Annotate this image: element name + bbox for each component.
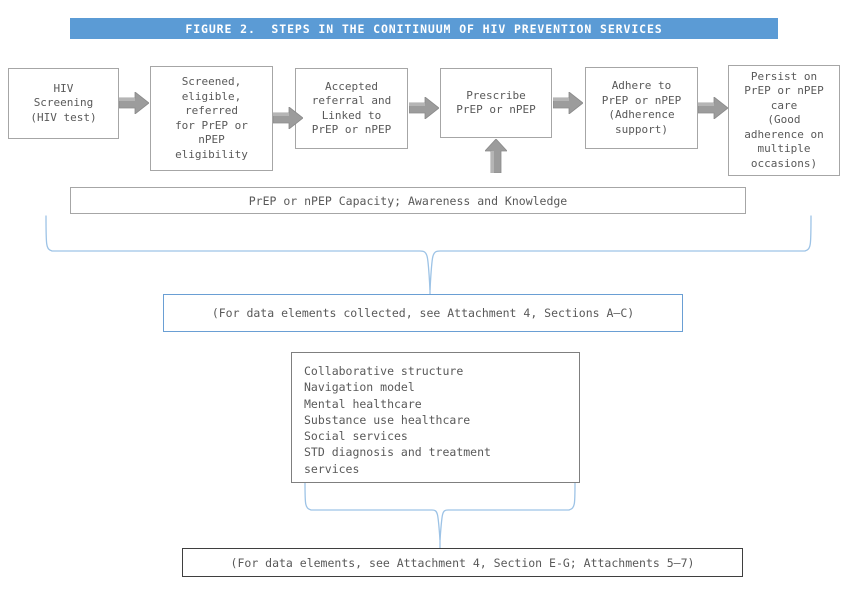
flow-arrow-2 [272,106,304,130]
process-box-adhere[interactable]: Adhere to PrEP or nPEP (Adherence suppor… [585,67,698,149]
process-box-screened-eligible[interactable]: Screened, eligible, referred for PrEP or… [150,66,273,171]
note-box-attachment-upper[interactable]: (For data elements collected, see Attach… [163,294,683,332]
note-box-attachment-lower[interactable]: (For data elements, see Attachment 4, Se… [182,548,743,577]
services-list-box[interactable]: Collaborative structure Navigation model… [291,352,580,483]
process-box-prescribe[interactable]: Prescribe PrEP or nPEP [440,68,552,138]
flow-arrow-3 [408,96,440,120]
process-box-hiv-screening[interactable]: HIV Screening (HIV test) [8,68,119,139]
figure-title: FIGURE 2. STEPS IN THE CONITINUUM OF HIV… [70,18,778,39]
capacity-bar[interactable]: PrEP or nPEP Capacity; Awareness and Kno… [70,187,746,214]
process-box-persist[interactable]: Persist on PrEP or nPEP care (Good adher… [728,65,840,176]
flow-arrow-1 [118,91,150,115]
capacity-up-arrow [484,138,508,174]
process-box-accepted-referral[interactable]: Accepted referral and Linked to PrEP or … [295,68,408,149]
flow-arrow-4 [552,91,584,115]
flow-arrow-5 [697,96,729,120]
